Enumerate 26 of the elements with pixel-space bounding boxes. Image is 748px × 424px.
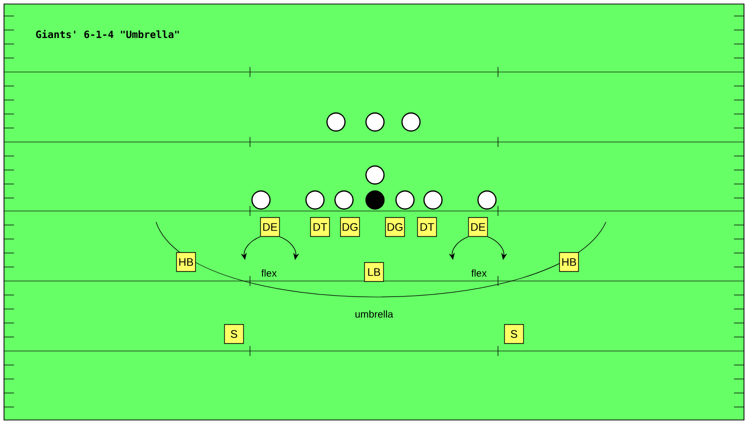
player-box: DE bbox=[260, 217, 280, 237]
player-circle bbox=[305, 190, 325, 210]
player-circle bbox=[395, 190, 415, 210]
player-box: S bbox=[224, 324, 244, 344]
player-box: S bbox=[504, 324, 524, 344]
player-circle bbox=[365, 190, 385, 210]
route-label: flex bbox=[471, 269, 487, 277]
player-circle bbox=[477, 190, 497, 210]
player-box: HB bbox=[176, 252, 196, 272]
player-box: DG bbox=[385, 217, 405, 237]
player-circle bbox=[251, 190, 271, 210]
route-label: umbrella bbox=[355, 310, 394, 318]
player-circle bbox=[365, 112, 385, 132]
route-label: flex bbox=[261, 269, 277, 277]
player-circle bbox=[423, 190, 443, 210]
player-box: DE bbox=[468, 217, 488, 237]
player-box: DT bbox=[417, 217, 437, 237]
player-box: LB bbox=[364, 262, 384, 282]
title: Giants' 6-1-4 "Umbrella" bbox=[36, 30, 179, 38]
player-circle bbox=[401, 112, 421, 132]
player-box: HB bbox=[559, 252, 579, 272]
player-box: DT bbox=[310, 217, 330, 237]
player-box: DG bbox=[340, 217, 360, 237]
player-circle bbox=[334, 190, 354, 210]
player-circle bbox=[365, 165, 385, 185]
player-circle bbox=[326, 112, 346, 132]
